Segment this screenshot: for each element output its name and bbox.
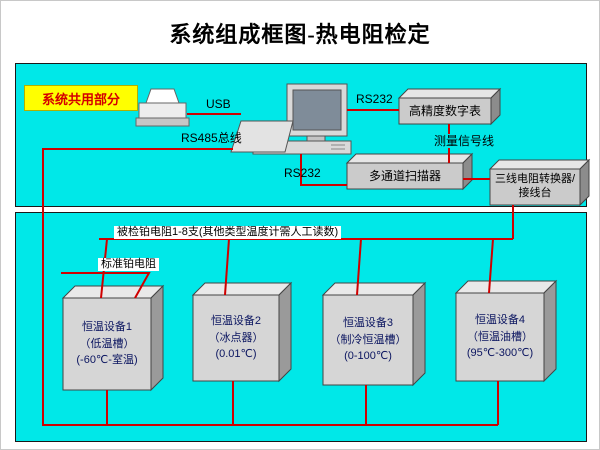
device-name: 恒温设备1 — [81, 321, 133, 334]
device-3-shape — [321, 281, 427, 387]
computer-icon — [230, 83, 352, 155]
device-range: (95℃-300℃) — [466, 347, 534, 360]
signal-line-label: 测量信号线 — [433, 134, 496, 149]
rs232-bottom-label: RS232 — [284, 166, 321, 180]
tested-resistor-label: 被检铂电阻1-8支(其他类型温度计需人工读数) — [114, 226, 342, 240]
device-4-shape — [454, 279, 558, 383]
converter-label: 三线电阻转换器/接线台 — [494, 173, 576, 199]
device-2-shape — [191, 281, 293, 383]
device-type: （冰点器） — [208, 331, 264, 344]
meter-box-shape — [397, 87, 502, 126]
rs485-label: RS485总线 — [181, 131, 242, 145]
device-type: （低温槽） — [79, 337, 135, 350]
device-box-3: 恒温设备3 （制冷恒温槽） (0-100℃) — [323, 295, 413, 385]
meter-label: 高精度数字表 — [408, 103, 481, 118]
rs232-top-label: RS232 — [356, 92, 393, 106]
scanner-box-shape — [345, 152, 474, 191]
converter-box-shape — [488, 158, 591, 207]
device-range: (-60℃-室温) — [76, 354, 138, 367]
page-title: 系统组成框图-热电阻检定 — [169, 22, 431, 47]
shared-section-label: 系统共用部分 — [24, 85, 138, 111]
device-name: 恒温设备3 — [342, 317, 394, 330]
device-type: （制冷恒温槽） — [329, 333, 407, 346]
device-box-2: 恒温设备2 （冰点器） (0.01℃) — [193, 295, 279, 381]
device-box-1: 恒温设备1 （低温槽） (-60℃-室温) — [63, 298, 151, 390]
scanner-label: 多通道扫描器 — [368, 168, 441, 183]
device-box-4: 恒温设备4 （恒温油槽） (95℃-300℃) — [456, 293, 544, 381]
device-range: (0-100℃) — [344, 350, 392, 363]
device-name: 恒温设备2 — [210, 315, 262, 328]
device-name: 恒温设备4 — [474, 314, 526, 327]
standard-resistor-label: 标准铂电阻 — [98, 258, 159, 272]
usb-label: USB — [206, 97, 231, 111]
printer-icon — [135, 88, 190, 127]
device-1-shape — [61, 284, 165, 392]
device-type: （恒温油槽） — [467, 330, 533, 343]
device-range: (0.01℃) — [215, 348, 257, 361]
